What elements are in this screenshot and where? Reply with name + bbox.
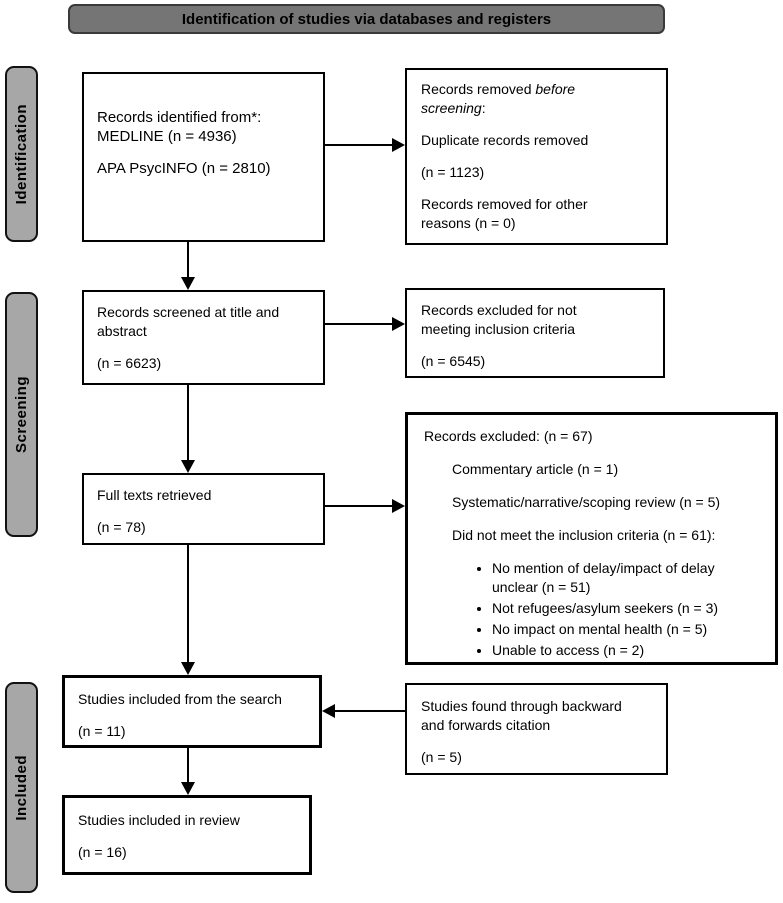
box-citation-searching: Studies found through backward and forwa… [405,683,668,775]
duplicates-removed-count: (n = 1123) [421,164,485,180]
bullet-no-mention-delay: No mention of delay/impact of delay uncl… [492,559,747,597]
citation-text: Studies found through backward and forwa… [421,698,622,733]
records-screened-text: Records screened at title and abstract [97,304,280,339]
records-screened-count: (n = 6623) [97,355,162,371]
stage-tab-screening: Screening [5,292,38,537]
records-excluded-text: Records excluded for not meeting inclusi… [421,302,577,337]
box-records-excluded-screening: Records excluded for not meeting inclusi… [405,288,665,378]
arrow-head-down-icon [181,460,195,473]
arrow-head-down-icon [181,782,195,795]
fulltexts-count: (n = 78) [97,519,146,535]
banner-databases-registers: Identification of studies via databases … [68,4,665,34]
citation-count: (n = 5) [421,749,462,765]
box-records-identified: Records identified from*:MEDLINE (n = 49… [82,72,325,242]
included-search-text: Studies included from the search [78,691,282,707]
stage-label-screening: Screening [13,375,30,454]
excluded-fulltext-title: Records excluded: (n = 67) [424,428,593,444]
arrow-head-left-icon [322,704,335,718]
arrow-line [325,323,393,325]
bullet-no-mental-health-impact: No impact on mental health (n = 5) [492,620,747,639]
box-records-removed: Records removed before screening: Duplic… [405,68,668,245]
box-records-excluded-fulltext: Records excluded: (n = 67) Commentary ar… [405,412,778,665]
included-review-count: (n = 16) [78,844,127,860]
arrow-line [325,505,393,507]
arrow-line [335,710,405,712]
box-studies-included-search: Studies included from the search (n = 11… [62,675,322,748]
stage-tab-included: Included [5,682,38,893]
banner-label: Identification of studies via databases … [181,10,552,28]
bullet-unable-to-access: Unable to access (n = 2) [492,641,747,660]
records-removed-heading: Records removed before screening: [421,81,576,116]
stage-tab-identification: Identification [5,66,38,242]
records-identified-psycinfo: APA PsycINFO (n = 2810) [97,160,271,177]
box-fulltexts-retrieved: Full texts retrieved (n = 78) [82,473,325,545]
arrow-line [187,242,189,278]
duplicates-removed: Duplicate records removed [421,132,589,148]
excluded-criteria-bullet-list: No mention of delay/impact of delay uncl… [464,559,765,660]
excluded-item-commentary: Commentary article (n = 1) [452,461,619,477]
stage-label-included: Included [13,754,30,821]
excluded-item-review: Systematic/narrative/scoping review (n =… [452,494,721,510]
arrow-head-down-icon [181,662,195,675]
box-studies-included-review: Studies included in review (n = 16) [62,795,312,875]
records-identified-sources: Records identified from*:MEDLINE (n = 49… [97,109,262,145]
arrow-line [325,144,393,146]
arrow-line [187,545,189,663]
arrow-line [187,385,189,461]
records-excluded-count: (n = 6545) [421,353,486,369]
stage-label-identification: Identification [13,103,30,205]
arrow-head-right-icon [392,138,405,152]
included-review-text: Studies included in review [78,812,240,828]
excluded-item-criteria: Did not meet the inclusion criteria (n =… [452,527,716,543]
arrow-head-right-icon [392,317,405,331]
included-search-count: (n = 11) [78,723,126,739]
bullet-not-refugees: Not refugees/asylum seekers (n = 3) [492,599,747,618]
box-records-screened: Records screened at title and abstract (… [82,290,325,385]
removed-other-reasons: Records removed for other reasons (n = 0… [421,196,588,231]
arrow-line [187,748,189,783]
fulltexts-text: Full texts retrieved [97,487,212,503]
arrow-head-down-icon [181,277,195,290]
arrow-head-right-icon [392,499,405,513]
